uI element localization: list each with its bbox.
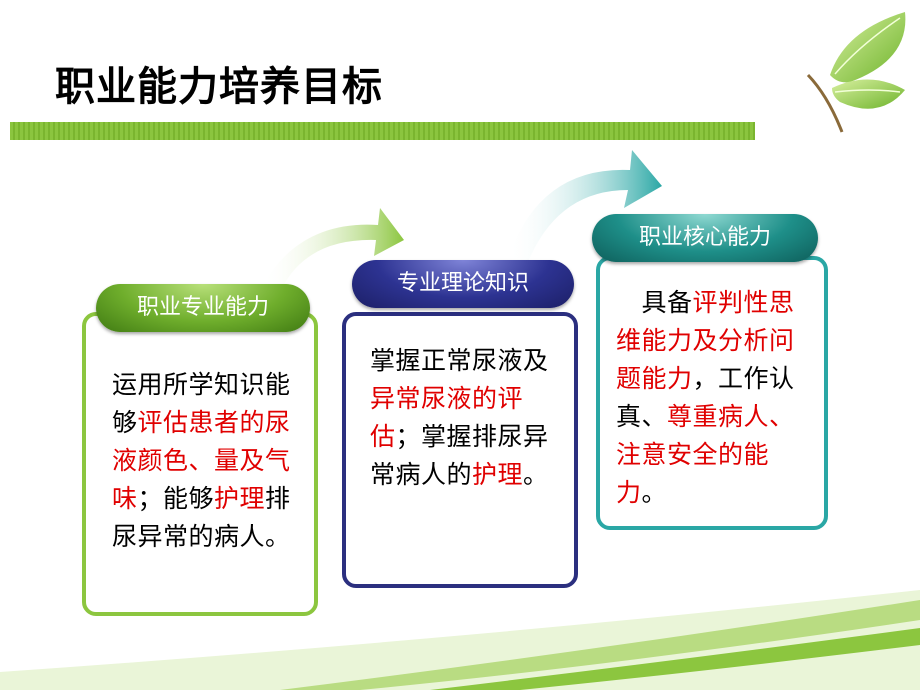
card-core-competency [596, 256, 828, 530]
label-professional-skill: 职业专业能力 [96, 284, 310, 332]
card-theory-knowledge [342, 312, 578, 588]
arrow-to-theory [262, 208, 404, 288]
text-core-competency: 具备评判性思维能力及分析问题能力，工作认真、尊重病人、注意安全的能力。 [616, 288, 795, 507]
label-theory-knowledge: 专业理论知识 [352, 260, 574, 308]
card-professional-skill [82, 312, 318, 616]
label-core-competency: 职业核心能力 [592, 214, 818, 262]
arrow-to-core [508, 150, 662, 262]
page-title: 职业能力培养目标 [55, 64, 383, 110]
text-theory-knowledge: 掌握正常尿液及异常尿液的评估；掌握排尿异常病人的护理。 [370, 346, 549, 489]
title-underline-bar [10, 122, 755, 140]
text-professional-skill: 运用所学知识能够评估患者的尿液颜色、量及气味；能够护理排尿异常的病人。 [112, 370, 291, 551]
